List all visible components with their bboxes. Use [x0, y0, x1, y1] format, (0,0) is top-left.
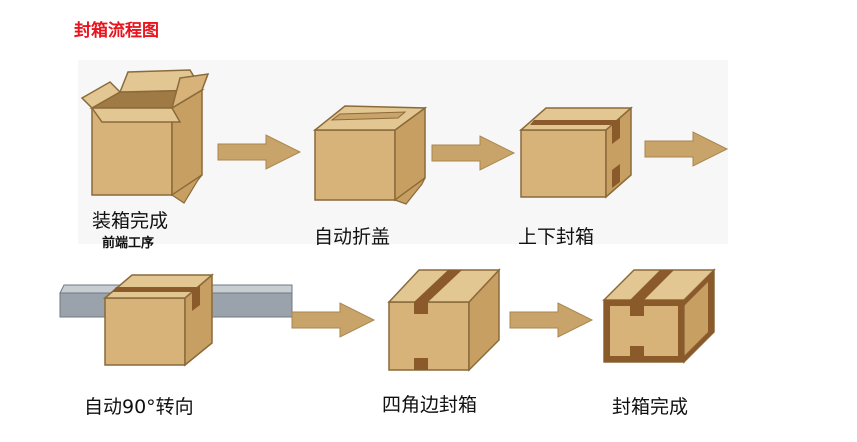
arrow-right-icon — [291, 302, 376, 338]
box-sealed-icon — [602, 268, 716, 364]
box-open-icon — [80, 69, 210, 204]
box-folded-icon — [312, 105, 428, 205]
step-2-label: 自动折盖 — [314, 226, 391, 248]
page-title: 封箱流程图 — [74, 21, 159, 41]
arrow-right-icon — [509, 302, 594, 338]
step-6-label: 封箱完成 — [612, 396, 689, 418]
step-1-sublabel: 前端工序 — [102, 236, 155, 251]
box-taped-top-icon — [519, 106, 633, 199]
step-4-label: 自动90°转向 — [84, 396, 194, 418]
arrow-right-icon — [431, 135, 516, 171]
arrow-right-icon — [644, 131, 729, 167]
box-edge-taping-icon — [387, 268, 501, 372]
box-rotating-icon — [102, 273, 215, 367]
step-3-label: 上下封箱 — [518, 226, 595, 248]
step-5-label: 四角边封箱 — [382, 394, 478, 416]
arrow-right-icon — [217, 134, 302, 170]
step-1-label: 装箱完成 — [92, 210, 169, 232]
